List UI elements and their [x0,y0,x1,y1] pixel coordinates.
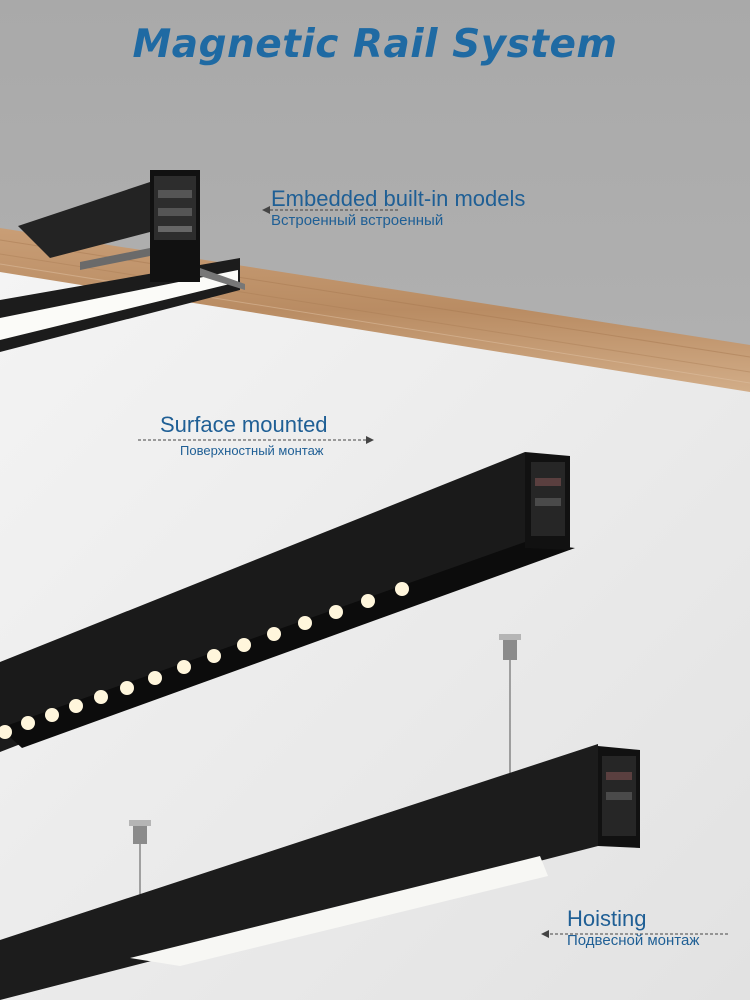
hoisting-label: Hoisting Подвесной монтаж [567,906,699,950]
led-array [0,582,409,739]
page-title: Magnetic Rail System [132,22,618,67]
surface-rail [0,452,575,752]
embedded-label-en: Embedded built-in models [271,186,526,211]
hoisting-rail [0,744,640,1000]
embedded-label-ru: Встроенный встроенный [271,212,444,229]
hoisting-label-ru: Подвесной монтаж [567,932,700,949]
surface-label-ru: Поверхностный монтаж [180,443,324,458]
embedded-rail [0,170,245,352]
surface-label: Surface mounted Поверхностный монтаж [160,412,328,460]
embedded-label: Embedded built-in models Встроенный встр… [271,186,525,230]
hoisting-label-en: Hoisting [567,906,647,931]
pointer-arrows [138,209,730,935]
surface-label-en: Surface mounted [160,412,328,437]
